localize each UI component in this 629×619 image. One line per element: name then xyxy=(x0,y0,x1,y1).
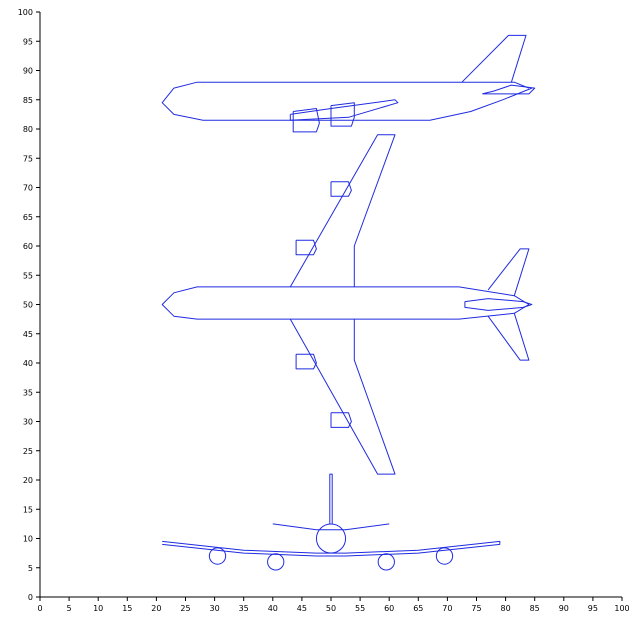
x-tick-label: 45 xyxy=(297,604,307,613)
x-tick-label: 70 xyxy=(442,604,452,613)
x-tick-label: 50 xyxy=(326,604,336,613)
top-engine-3 xyxy=(295,353,317,370)
top-tail-cone xyxy=(464,298,533,311)
x-tick-label: 100 xyxy=(614,604,629,613)
y-tick-label: 95 xyxy=(23,37,33,46)
x-tick-label: 35 xyxy=(239,604,249,613)
front-h-stab xyxy=(272,523,390,531)
top-engine-4 xyxy=(330,412,352,428)
top-engine-1 xyxy=(330,181,352,197)
y-tick-label: 0 xyxy=(28,593,33,602)
top-engine-2 xyxy=(295,239,317,256)
front-engine-2 xyxy=(267,553,285,571)
x-tick-label: 40 xyxy=(268,604,278,613)
x-tick-label: 60 xyxy=(384,604,394,613)
front-engine-3 xyxy=(377,553,395,571)
x-tick-label: 65 xyxy=(413,604,423,613)
airplane-side-view xyxy=(161,34,536,133)
axes xyxy=(39,12,622,598)
side-tail-plane xyxy=(482,84,536,95)
y-tick-label: 50 xyxy=(23,301,33,310)
y-tick-label: 25 xyxy=(23,447,33,456)
y-tick-label: 30 xyxy=(23,418,33,427)
x-axis-ticks: 0 5 10 15 20 25 30 35 40 45 50 55 60 65 70 75 80 85 90 95 10… xyxy=(37,597,629,613)
airplane-top-view xyxy=(161,134,533,475)
top-h-stab-upper xyxy=(487,248,530,296)
x-tick-label: 75 xyxy=(471,604,481,613)
front-engine-4 xyxy=(435,547,454,565)
y-tick-label: 40 xyxy=(23,359,33,368)
x-tick-label: 25 xyxy=(180,604,190,613)
y-tick-label: 85 xyxy=(23,96,33,105)
x-tick-label: 20 xyxy=(151,604,161,613)
y-tick-label: 65 xyxy=(23,213,33,222)
y-tick-label: 10 xyxy=(23,535,33,544)
front-fuselage xyxy=(315,523,347,554)
x-tick-label: 55 xyxy=(355,604,365,613)
front-engine-1 xyxy=(208,547,227,565)
front-wing xyxy=(162,540,501,557)
y-tick-label: 70 xyxy=(23,184,33,193)
x-tick-label: 80 xyxy=(501,604,511,613)
x-tick-label: 5 xyxy=(67,604,72,613)
side-tail-fin xyxy=(461,34,527,83)
y-tick-label: 45 xyxy=(23,330,33,339)
y-tick-label: 90 xyxy=(23,67,33,76)
x-tick-label: 90 xyxy=(559,604,569,613)
x-tick-label: 15 xyxy=(122,604,132,613)
y-tick-label: 75 xyxy=(23,154,33,163)
top-wing-upper xyxy=(289,134,396,288)
y-tick-label: 35 xyxy=(23,388,33,397)
top-h-stab-lower xyxy=(487,313,530,361)
airplane-front-view xyxy=(162,473,501,571)
side-engine-1 xyxy=(292,108,320,133)
side-fuselage xyxy=(161,81,532,121)
y-tick-label: 80 xyxy=(23,125,33,134)
y-tick-label: 20 xyxy=(23,476,33,485)
x-tick-label: 85 xyxy=(530,604,540,613)
x-tick-label: 10 xyxy=(93,604,103,613)
y-axis-ticks: 0 5 10 15 20 25 30 35 40 45 50 55 60 65 70 75 80 85 90 95 10… xyxy=(18,8,40,602)
side-engine-2 xyxy=(330,102,355,127)
front-tail-fin xyxy=(329,473,333,524)
x-tick-label: 95 xyxy=(588,604,598,613)
airplane-drawings xyxy=(161,34,536,571)
y-tick-label: 60 xyxy=(23,242,33,251)
y-tick-label: 5 xyxy=(28,564,33,573)
y-tick-label: 55 xyxy=(23,271,33,280)
top-fuselage xyxy=(161,286,530,320)
x-tick-label: 0 xyxy=(37,604,42,613)
y-tick-label: 100 xyxy=(18,8,33,17)
y-tick-label: 15 xyxy=(23,505,33,514)
top-wing-lower xyxy=(289,318,396,475)
x-tick-label: 30 xyxy=(210,604,220,613)
